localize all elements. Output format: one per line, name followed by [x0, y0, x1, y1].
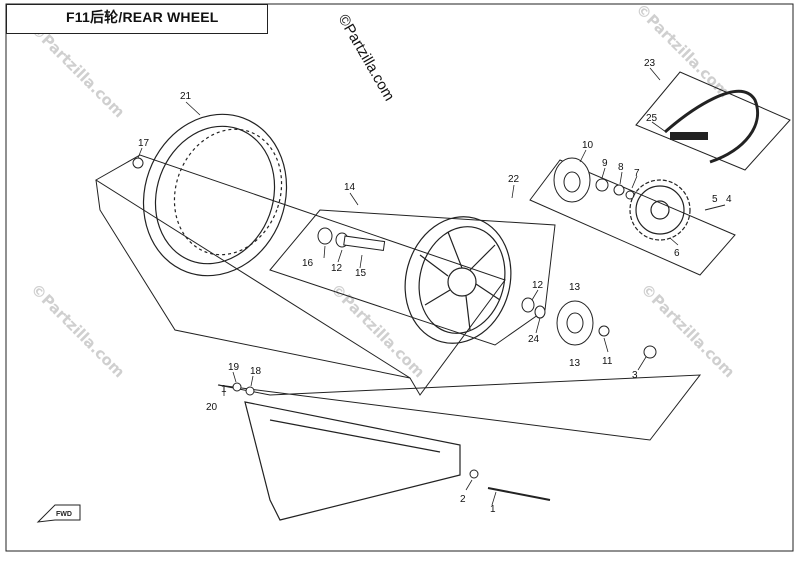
- leader-lines: [137, 67, 679, 506]
- axle-nut: [643, 345, 657, 359]
- fwd-arrow: FWD: [36, 504, 81, 523]
- watermark-stamp: ©Partzilla.com: [335, 12, 398, 104]
- callout-1b: 1: [221, 384, 227, 395]
- outer-border: [5, 3, 794, 552]
- callout-22: 22: [508, 174, 520, 185]
- callout-14: 14: [344, 182, 356, 193]
- callout-7: 7: [634, 168, 640, 179]
- watermark-top-left: ©Partzilla.com: [27, 20, 128, 121]
- callout-10: 10: [582, 140, 594, 151]
- tire: [142, 113, 288, 277]
- wheel-rim: [404, 216, 512, 344]
- drive-chain: [664, 89, 760, 164]
- sprocket-hub: [553, 157, 635, 203]
- watermark-left: ©Partzilla.com: [27, 280, 128, 381]
- sprocket-outline: [529, 159, 736, 276]
- callout-8: 8: [618, 162, 624, 173]
- bearing-right: [521, 297, 546, 319]
- callout-3: 3: [632, 370, 638, 381]
- cush-drive: [556, 300, 594, 346]
- callout-11: 11: [602, 356, 613, 367]
- sprocket-bolt: [704, 204, 726, 211]
- tire-outline-lower: [95, 179, 411, 379]
- fwd-label: FWD: [56, 511, 72, 518]
- callout-1: 1: [490, 504, 496, 515]
- callout-12a: 12: [532, 280, 544, 291]
- callout-16: 16: [302, 258, 314, 269]
- title-box: [6, 4, 268, 34]
- callout-21: 21: [180, 91, 192, 102]
- tire-outline: [95, 154, 506, 396]
- callout-13b: 13: [569, 358, 581, 369]
- master-link: [670, 132, 708, 140]
- wheel-outline: [269, 209, 556, 346]
- callout-12b: 12: [331, 263, 343, 274]
- swing-arm: [244, 401, 461, 521]
- axle-parts-left: [317, 227, 386, 252]
- assembly-outlines: [95, 71, 791, 441]
- watermark-center: ©Partzilla.com: [327, 280, 428, 381]
- callout-25: 25: [646, 113, 658, 124]
- callout-15: 15: [355, 268, 367, 279]
- rear-axle: [487, 487, 551, 501]
- collar-part: [598, 325, 610, 337]
- watermark-right: ©Partzilla.com: [637, 280, 738, 381]
- valve-part: [132, 157, 144, 169]
- callout-5: 5: [712, 194, 718, 205]
- rear-sprocket: [629, 179, 691, 241]
- callout-labels: 1 1 2 3 4 5 6 7 8 9 10 11 12 12 13 13 14…: [138, 58, 732, 515]
- callout-18: 18: [250, 366, 262, 377]
- callout-2: 2: [460, 494, 466, 505]
- callout-9: 9: [602, 158, 608, 169]
- callout-13a: 13: [569, 282, 581, 293]
- adjuster-part-19: [232, 382, 242, 392]
- axle-washer: [469, 469, 479, 479]
- chain-outline: [635, 71, 791, 171]
- callout-20: 20: [206, 402, 218, 413]
- callout-19: 19: [228, 362, 240, 373]
- callout-17: 17: [138, 138, 150, 149]
- callout-4: 4: [726, 194, 732, 205]
- callout-24: 24: [528, 334, 540, 345]
- callout-23: 23: [644, 58, 656, 69]
- adjuster-part-18: [245, 386, 255, 396]
- diagram-title: F11后轮/REAR WHEEL: [66, 9, 219, 25]
- watermark-top-right: ©Partzilla.com: [632, 0, 733, 101]
- callout-6: 6: [674, 248, 680, 259]
